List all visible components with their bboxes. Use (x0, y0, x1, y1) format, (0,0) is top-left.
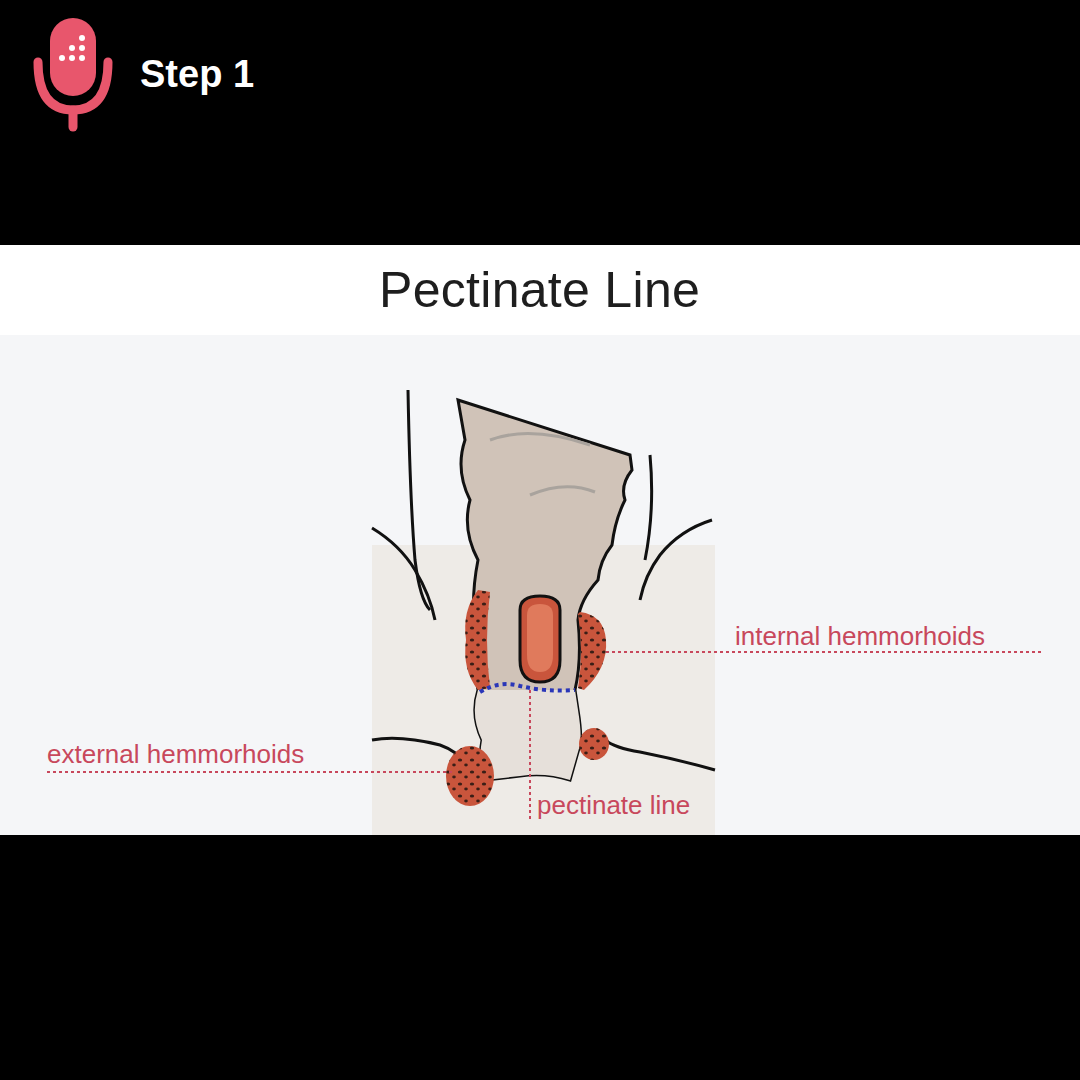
anal-canal-drawing (372, 390, 715, 835)
leader-lines (47, 652, 1042, 822)
title-band (0, 245, 1080, 335)
microphone-icon (38, 18, 108, 127)
content-panel (0, 335, 1080, 835)
diagram-title: Pectinate Line (379, 261, 700, 319)
callout-label: internal hemmorhoids (735, 623, 985, 649)
callout-label: external hemmorhoids (47, 741, 304, 767)
callout-label: pectinate line (537, 792, 690, 818)
step-label: Step 1 (140, 53, 254, 96)
